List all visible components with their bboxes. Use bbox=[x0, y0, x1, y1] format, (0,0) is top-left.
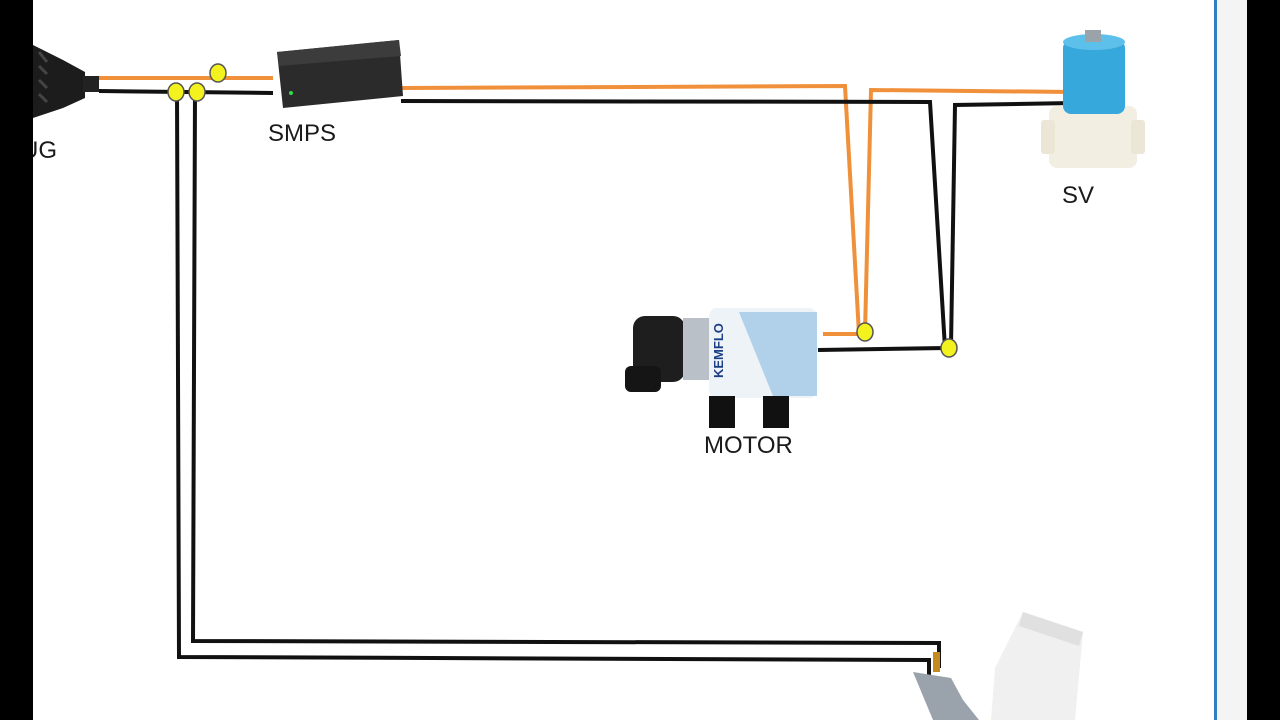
wiring-diagram-canvas: KEMFLO UG SMPS SV MOTOR bbox=[33, 0, 1247, 720]
float-switch-icon bbox=[913, 612, 1083, 720]
junction-motor-neutral bbox=[940, 338, 958, 358]
live-wire-sv-motor bbox=[863, 87, 1074, 333]
live-wires bbox=[99, 76, 1074, 336]
adjacent-panel-edge bbox=[1217, 0, 1247, 720]
motor-label: MOTOR bbox=[704, 432, 793, 459]
neutral-wire-sv-motor bbox=[949, 101, 1074, 347]
neutral-wires bbox=[98, 89, 1074, 676]
wiring-diagram: KEMFLO bbox=[33, 30, 1145, 720]
neutral-wire-smps-motor bbox=[400, 99, 948, 352]
motor-pump-icon: KEMFLO bbox=[625, 308, 817, 428]
plug-icon bbox=[33, 45, 99, 118]
float-wire-outer bbox=[175, 91, 931, 676]
neutral-wire-plug-smps bbox=[98, 89, 274, 95]
panel-divider bbox=[1214, 0, 1217, 720]
solenoid-valve-icon bbox=[1041, 30, 1145, 168]
junctions bbox=[167, 63, 958, 358]
junction-neutral-plug-outer bbox=[167, 82, 185, 102]
smps-adapter-icon bbox=[277, 40, 403, 108]
motor-brand-text: KEMFLO bbox=[711, 323, 726, 378]
junction-motor-live bbox=[856, 322, 874, 342]
sv-label: SV bbox=[1062, 182, 1095, 209]
smps-label: SMPS bbox=[268, 120, 337, 147]
plug-label: UG bbox=[33, 137, 57, 164]
junction-live-plug bbox=[209, 63, 227, 83]
junction-neutral-plug-inner bbox=[188, 82, 206, 102]
live-wire-smps-motor bbox=[400, 83, 862, 336]
float-wire-inner bbox=[190, 91, 941, 668]
